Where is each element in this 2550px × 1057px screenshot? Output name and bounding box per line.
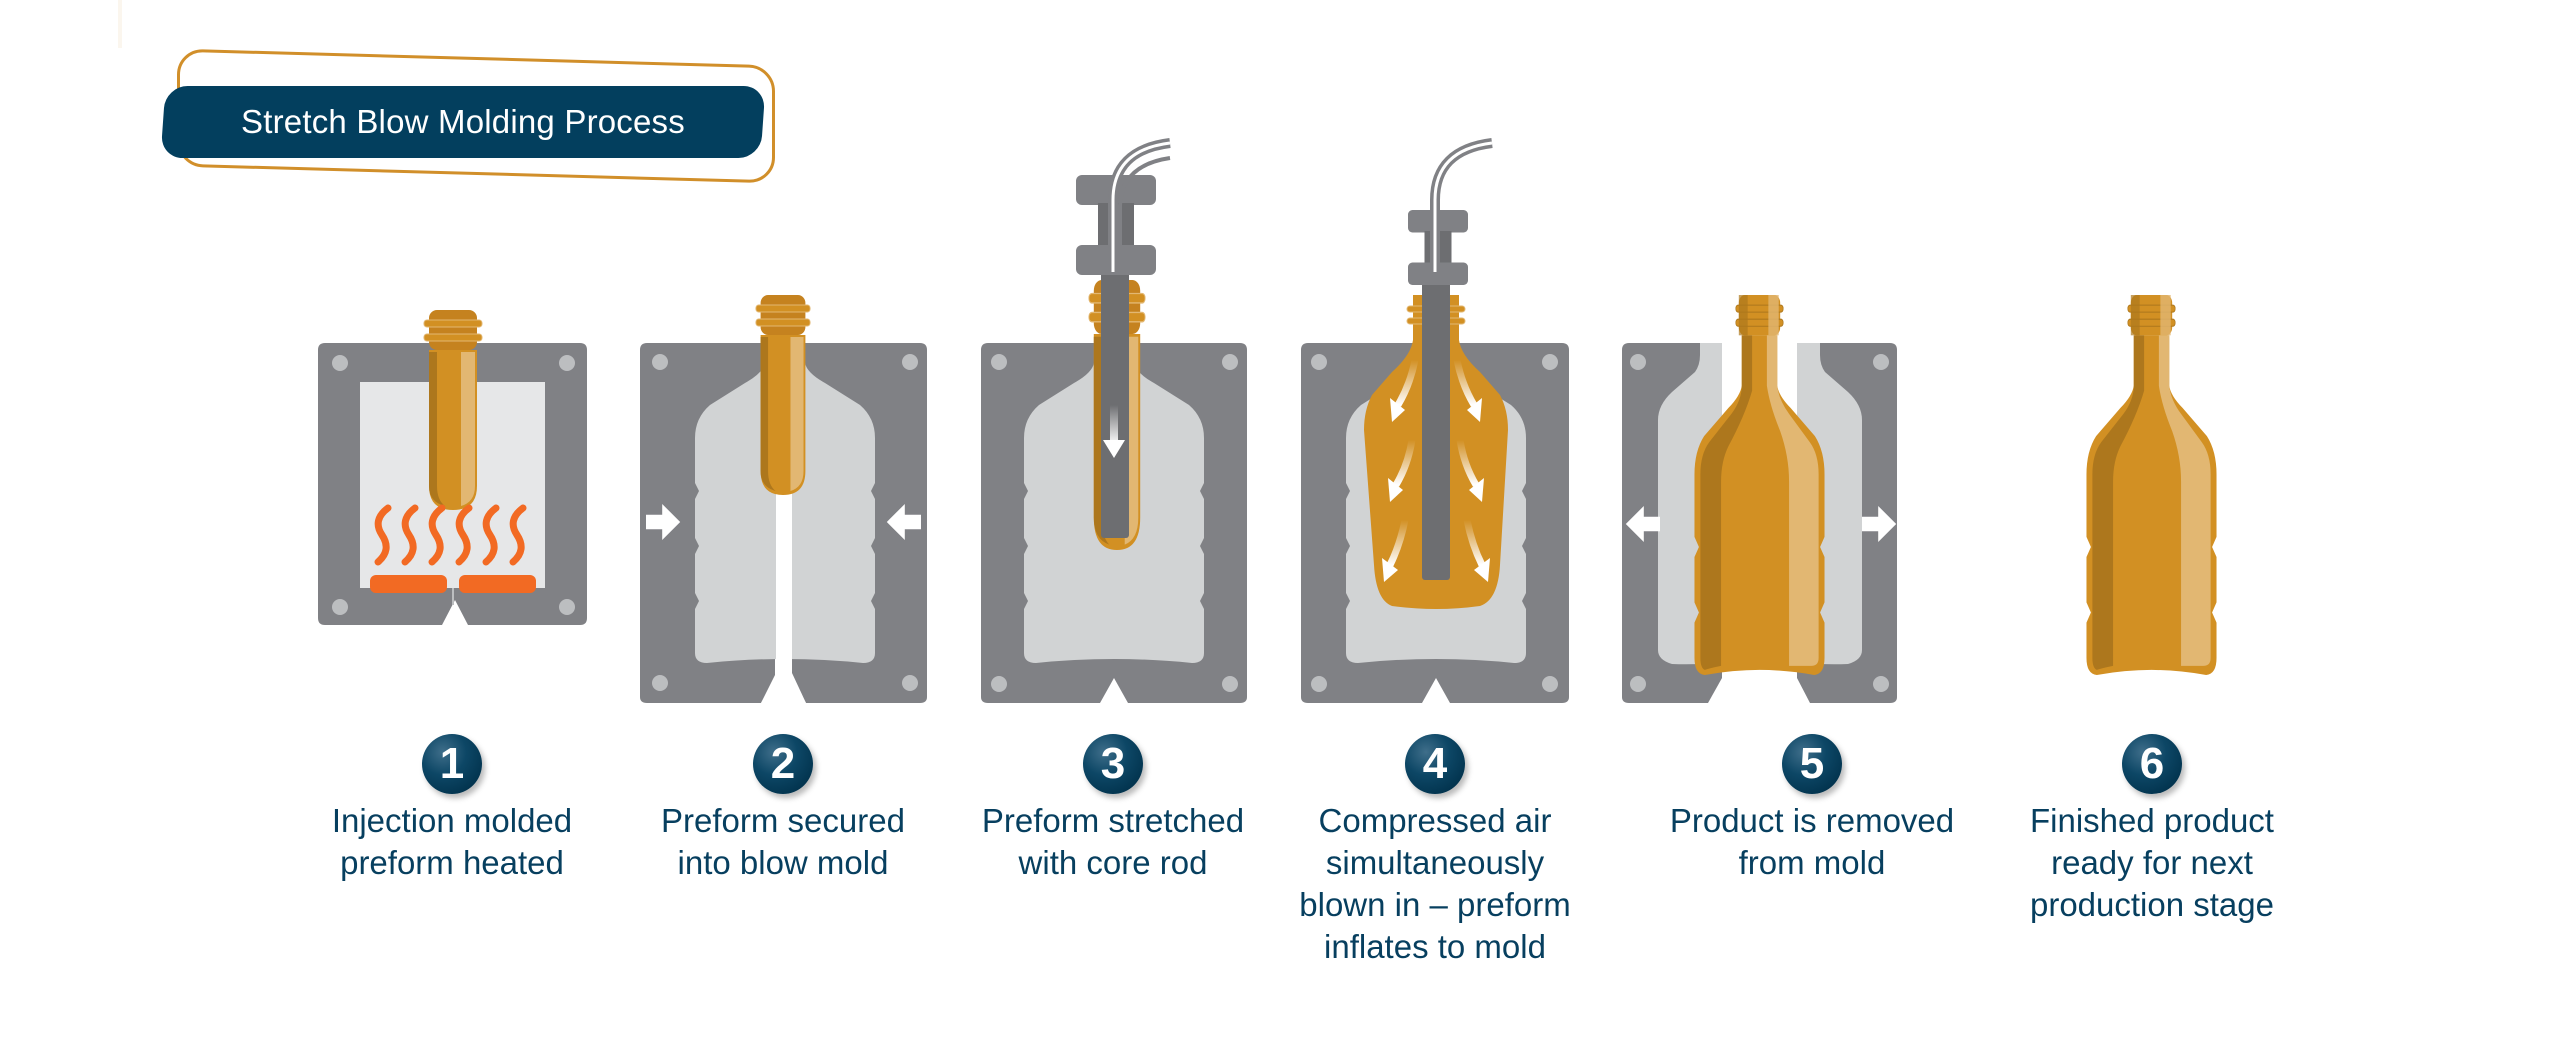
step-label-1: Injection molded preform heated — [282, 800, 622, 884]
step-label-line: Product is removed — [1669, 802, 1955, 839]
step6-illustration — [2085, 295, 2218, 676]
step-label-line: Preform secured — [661, 802, 905, 839]
step-label-6: Finished product ready for next producti… — [1982, 800, 2322, 926]
preform-icon — [423, 310, 483, 510]
step3-illustration — [981, 138, 1247, 703]
step-label-line: preform heated — [340, 844, 564, 881]
step-label-line: Preform stretched — [981, 802, 1245, 839]
step-label-line: simultaneously — [1325, 844, 1545, 881]
step-label-line: inflates to mold — [1324, 928, 1546, 965]
step4-illustration — [1301, 138, 1569, 703]
step-label-line: ready for next — [2051, 844, 2253, 881]
core-rod-icon — [1101, 270, 1129, 538]
step-label-line: Injection molded — [331, 802, 573, 839]
step5-illustration — [1622, 295, 1897, 703]
step-label-5: Product is removed from mold — [1642, 800, 1982, 884]
bottle-icon — [2085, 295, 2218, 676]
step-label-line: into blow mold — [677, 844, 889, 881]
heat-waves-icon — [374, 504, 527, 566]
step-number-5: 5 — [1782, 734, 1842, 794]
step-number-2: 2 — [753, 734, 813, 794]
step-label-line: production stage — [2029, 886, 2274, 923]
decorative-line — [118, 0, 122, 48]
step-number-4: 4 — [1405, 734, 1465, 794]
heater-icon — [370, 575, 447, 593]
step-label-line: with core rod — [1018, 844, 1208, 881]
step-label-3: Preform stretched with core rod — [943, 800, 1283, 884]
step-label-line: Finished product — [2030, 802, 2274, 839]
step-label-2: Preform secured into blow mold — [613, 800, 953, 884]
step-label-line: from mold — [1738, 844, 1886, 881]
step-label-line: blown in – preform — [1299, 886, 1571, 923]
step-number-6: 6 — [2122, 734, 2182, 794]
core-rod-icon — [1422, 270, 1450, 580]
step-label-line: Compressed air — [1318, 802, 1552, 839]
step-number-1: 1 — [422, 734, 482, 794]
preform-icon — [755, 295, 811, 495]
arrow-down-icon — [1103, 405, 1125, 458]
heater-icon — [459, 575, 536, 593]
step2-illustration — [640, 295, 927, 703]
air-flow-arrows-icon — [1382, 359, 1490, 582]
page-title: Stretch Blow Molding Process — [241, 103, 685, 140]
step1-illustration — [318, 310, 587, 625]
step-number-3: 3 — [1083, 734, 1143, 794]
step-label-4: Compressed air simultaneously blown in –… — [1265, 800, 1605, 968]
